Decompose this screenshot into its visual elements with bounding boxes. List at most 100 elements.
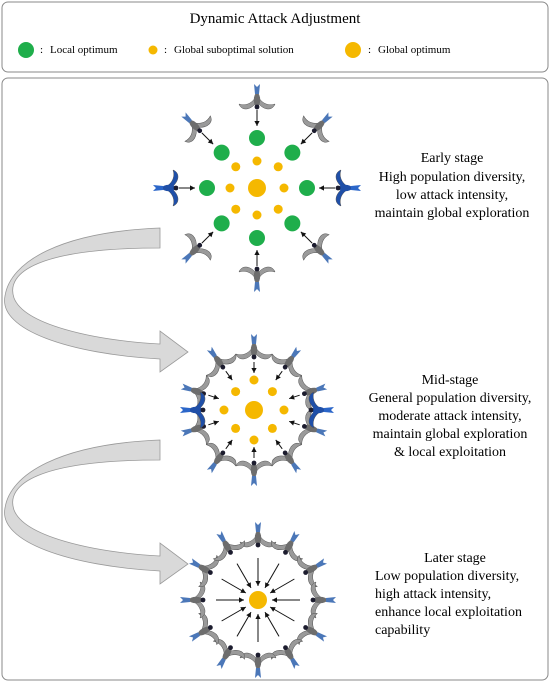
bird-body <box>305 564 318 574</box>
stage-mid-graphic <box>180 334 334 486</box>
stage-line: high attack intensity, <box>375 587 491 602</box>
bird-wing <box>287 360 303 377</box>
bird-head <box>303 625 309 630</box>
bird-wing <box>298 375 313 393</box>
magpie-bird-icon <box>181 233 212 264</box>
bird-wing <box>335 169 348 189</box>
bird-body <box>250 463 258 477</box>
bird-head <box>311 242 317 248</box>
bird-body <box>313 596 327 604</box>
bird-wing <box>287 545 304 561</box>
suboptimal-dot <box>273 162 283 172</box>
stage-line: enhance local exploitation <box>375 605 522 620</box>
attack-arrow <box>300 132 313 145</box>
attack-arrow <box>269 578 295 594</box>
local-optimum-dot <box>284 144 301 161</box>
arrow-head <box>255 614 261 619</box>
bird-wing <box>302 248 320 261</box>
bird-body <box>253 269 261 283</box>
bird-tail <box>290 530 300 543</box>
arrow-head <box>251 368 257 373</box>
bird-head <box>254 104 260 110</box>
arrow-head <box>213 420 219 426</box>
magpie-bird-icon <box>302 233 333 264</box>
bird-body <box>313 244 325 256</box>
arrow-head <box>275 439 281 446</box>
stage-line: Low population diversity, <box>375 569 519 584</box>
bird-wing <box>198 569 208 587</box>
bird-tail <box>255 522 261 532</box>
bird-head <box>254 266 260 272</box>
attack-arrow <box>254 110 260 126</box>
magpie-bird-icon <box>297 554 328 587</box>
bird-wing <box>308 391 321 411</box>
bird-tail <box>322 112 333 123</box>
bird-tail <box>153 185 163 191</box>
bird-wing <box>218 455 237 467</box>
arrow-head <box>251 447 257 452</box>
suboptimal-dot <box>252 156 262 166</box>
bird-tail <box>315 632 328 642</box>
stage-line: & local exploitation <box>394 445 506 460</box>
arrow-head <box>265 612 270 618</box>
suboptimal-dot <box>273 204 283 214</box>
attack-arrow <box>208 394 219 400</box>
legend-separator: : <box>368 44 371 56</box>
bird-wing <box>308 613 318 631</box>
bird-body <box>284 647 294 660</box>
magpie-bird-icon <box>188 554 219 587</box>
bird-wing <box>212 639 229 655</box>
bird-tail <box>351 185 361 191</box>
bird-body <box>189 406 203 414</box>
attack-arrow <box>255 614 261 642</box>
magpie-bird-icon <box>298 375 328 411</box>
arrow-head <box>319 185 324 191</box>
magpie-bird-icon <box>235 334 273 360</box>
stage-heading: Mid-stage <box>422 373 479 388</box>
bird-head <box>303 570 309 575</box>
arrow-head <box>300 138 307 145</box>
bird-head <box>308 407 314 413</box>
arrow-head <box>289 420 295 426</box>
main-box <box>1 77 549 681</box>
bird-wing <box>194 115 212 128</box>
suboptimal-dot <box>249 435 259 445</box>
bird-wing <box>238 266 258 279</box>
bird-wing <box>235 347 255 360</box>
local-optimum-dot <box>299 180 315 196</box>
attack-arrow <box>275 439 283 450</box>
bird-body <box>304 387 318 396</box>
stage-later-graphic <box>180 522 336 678</box>
arrow-head <box>213 394 219 400</box>
magpie-bird-icon <box>271 443 303 474</box>
stage-mid-text: Mid-stage General population diversity, … <box>369 373 532 460</box>
arrow-head <box>246 612 251 618</box>
suboptimal-dot <box>231 162 241 172</box>
suboptimal-dot <box>279 405 289 415</box>
bird-head <box>228 645 233 651</box>
bird-tail <box>180 597 190 603</box>
arrow-head <box>227 374 233 381</box>
bird-body <box>189 120 201 132</box>
magpie-bird-icon <box>238 266 276 292</box>
bird-tail <box>216 657 226 670</box>
magpie-bird-icon <box>302 112 333 143</box>
bird-wing <box>253 347 273 360</box>
suboptimal-dot <box>231 387 241 397</box>
bird-head <box>200 407 206 413</box>
bird-wing <box>203 554 219 571</box>
bird-wing <box>271 650 289 660</box>
attack-arrow <box>275 370 283 381</box>
bird-tail <box>206 346 217 358</box>
bird-tail <box>180 383 192 392</box>
bird-wing <box>287 639 304 655</box>
bird-head <box>197 128 203 134</box>
bird-tail <box>254 282 260 292</box>
attack-arrow <box>225 439 233 450</box>
stage-line: High population diversity, <box>379 170 525 185</box>
arrow-head <box>207 231 214 238</box>
attack-arrow <box>272 597 300 603</box>
magpie-bird-icon <box>181 112 212 143</box>
attack-arrow <box>254 250 260 266</box>
bird-tail <box>315 558 328 568</box>
